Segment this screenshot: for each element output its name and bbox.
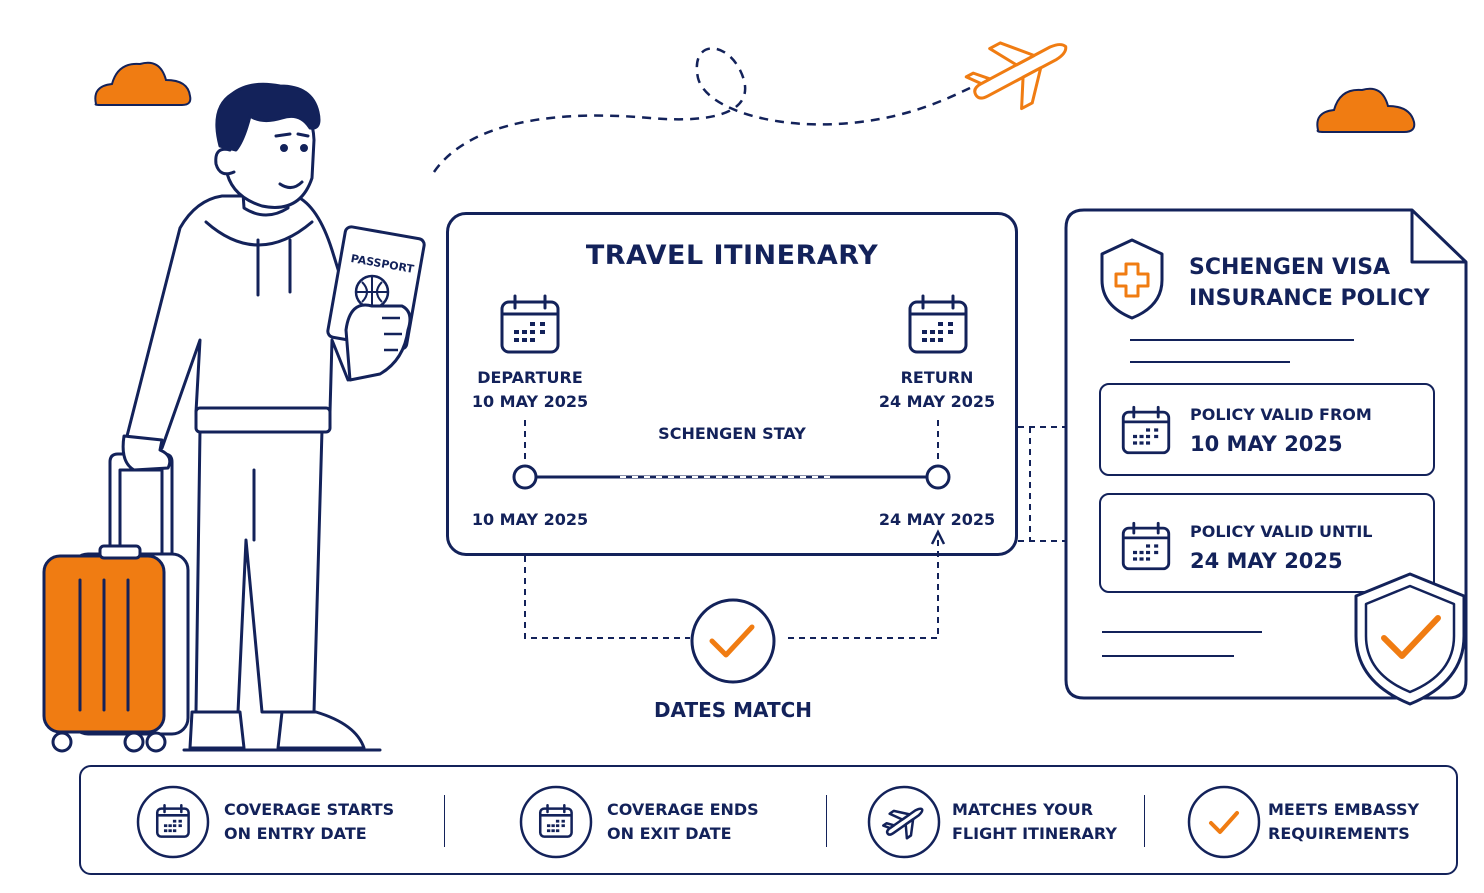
departure-label: DEPARTURE	[477, 368, 583, 387]
feature-line: COVERAGE STARTS	[224, 800, 395, 819]
feature-line: ON EXIT DATE	[607, 824, 732, 843]
medical-shield-icon	[1100, 238, 1164, 320]
passport	[326, 225, 426, 382]
feature-text: MEETS EMBASSY REQUIREMENTS	[1268, 798, 1419, 846]
policy-valid-from-date: 10 MAY 2025	[1190, 432, 1343, 456]
itinerary-title: TRAVEL ITINERARY	[585, 240, 879, 271]
cloud-icon	[94, 61, 192, 106]
feature-line: FLIGHT ITINERARY	[952, 824, 1117, 843]
policy-title-line2: INSURANCE POLICY	[1189, 286, 1430, 311]
feature-line: COVERAGE ENDS	[607, 800, 759, 819]
calendar-icon	[519, 785, 593, 859]
airplane-icon	[964, 41, 1068, 111]
divider	[1144, 795, 1145, 847]
stay-end-date: 24 MAY 2025	[878, 510, 996, 529]
feature-line: ON ENTRY DATE	[224, 824, 367, 843]
dates-match-label: DATES MATCH	[653, 698, 813, 722]
calendar-icon	[1121, 405, 1171, 455]
feature-line: MATCHES YOUR	[952, 800, 1094, 819]
calendar-icon	[136, 785, 210, 859]
divider	[444, 795, 445, 847]
calendar-icon	[500, 294, 560, 354]
feature-line: REQUIREMENTS	[1268, 824, 1410, 843]
airplane-icon	[867, 785, 941, 859]
feature-text: COVERAGE STARTS ON ENTRY DATE	[224, 798, 394, 846]
policy-valid-from-label: POLICY VALID FROM	[1190, 405, 1372, 424]
stay-start-date: 10 MAY 2025	[471, 510, 589, 529]
divider	[826, 795, 827, 847]
itinerary-card	[446, 212, 1018, 556]
cloud-icon	[1316, 87, 1416, 133]
feature-line: MEETS EMBASSY	[1268, 800, 1420, 819]
flight-path	[432, 47, 971, 173]
return-date: 24 MAY 2025	[878, 392, 996, 411]
return-label: RETURN	[900, 368, 974, 387]
departure-date: 10 MAY 2025	[471, 392, 589, 411]
verified-shield-icon	[1354, 572, 1466, 706]
calendar-icon	[1121, 521, 1171, 571]
feature-text: COVERAGE ENDS ON EXIT DATE	[607, 798, 759, 846]
calendar-icon	[908, 294, 968, 354]
checkmark-icon	[690, 598, 776, 684]
policy-title-line1: SCHENGEN VISA	[1189, 255, 1391, 280]
traveler-illustration	[42, 82, 426, 753]
policy-valid-until-date: 24 MAY 2025	[1190, 549, 1343, 573]
checkmark-icon	[1187, 785, 1261, 859]
feature-text: MATCHES YOUR FLIGHT ITINERARY	[952, 798, 1117, 846]
schengen-stay-label: SCHENGEN STAY	[658, 424, 806, 443]
policy-valid-until-label: POLICY VALID UNTIL	[1190, 522, 1373, 541]
